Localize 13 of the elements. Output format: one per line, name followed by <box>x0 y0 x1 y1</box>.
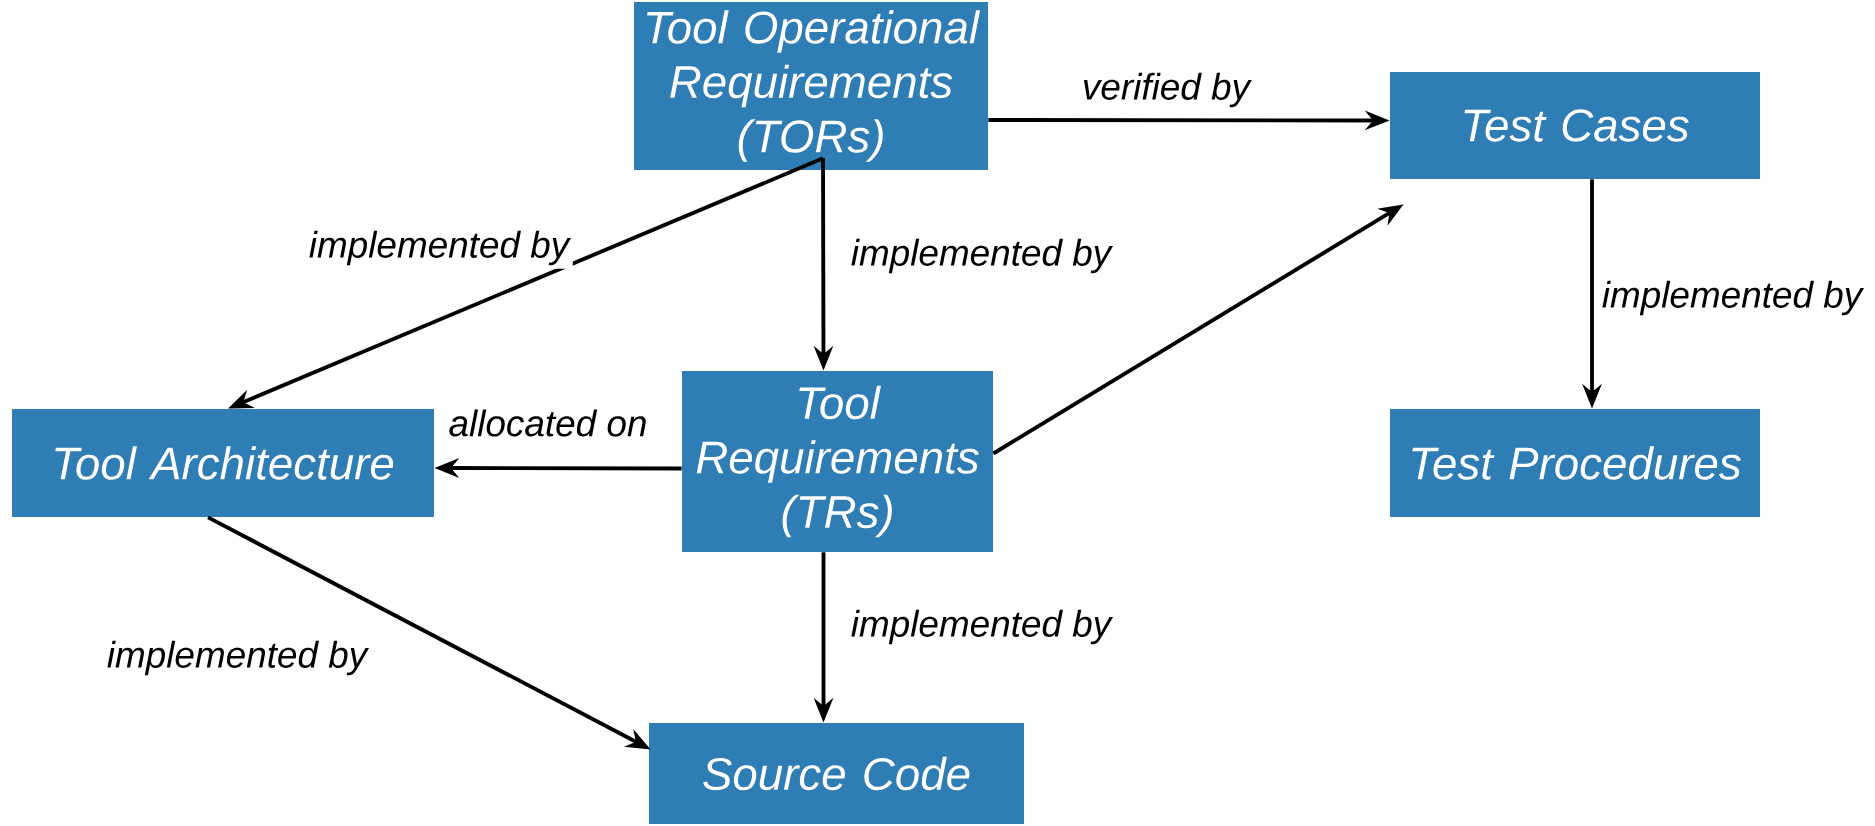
process-box: Tool Operational Requirements (TORs) <box>634 2 988 170</box>
edge-label: implemented by <box>1598 277 1866 319</box>
process-box: Test Cases <box>1390 72 1760 179</box>
process-box: Test Procedures <box>1390 409 1760 517</box>
edge-label: implemented by <box>847 606 1115 648</box>
edge-label: implemented by <box>305 227 573 269</box>
process-box: Source Code <box>649 723 1024 824</box>
process-box: Tool Requirements (TRs) <box>682 371 993 552</box>
edge-label: allocated on <box>445 405 652 441</box>
edge-label: verified by <box>1078 69 1254 111</box>
edge-label: implemented by <box>103 637 371 679</box>
edge-label: implemented by <box>847 235 1115 277</box>
process-box: Tool Architecture <box>12 409 434 517</box>
